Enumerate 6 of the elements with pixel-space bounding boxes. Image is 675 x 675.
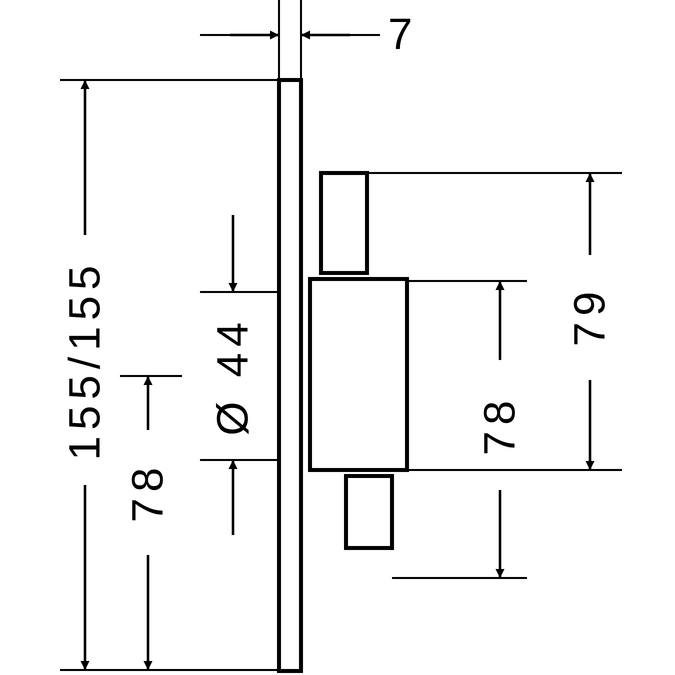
dimension-label: 79 [568,286,612,346]
dimension-label: Ø 44 [211,316,256,436]
dimension-label: 78 [126,462,170,522]
dimension-label: 155/155 [63,259,108,461]
dimension-label: 7 [388,13,418,57]
dimension-label: 78 [478,394,522,456]
